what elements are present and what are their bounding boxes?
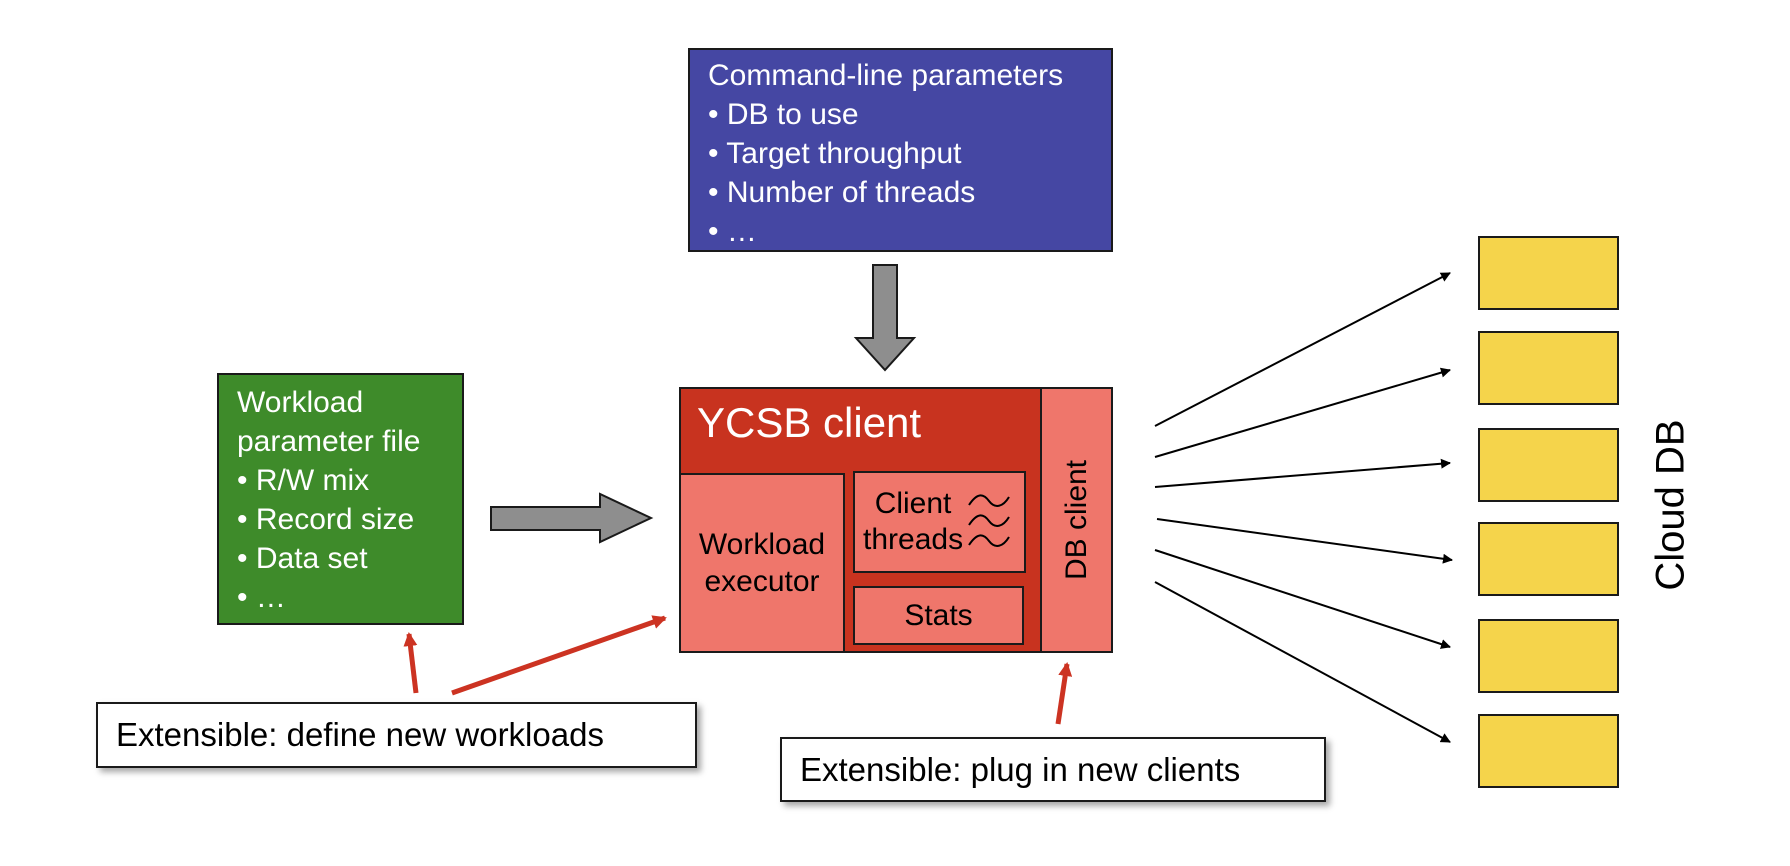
cloud-db-node bbox=[1478, 619, 1619, 693]
workload-file-title: parameter file bbox=[237, 425, 421, 458]
client-threads-label: threads bbox=[863, 523, 964, 556]
command-line-item: • Target throughput bbox=[708, 137, 962, 170]
fan-arrows bbox=[1154, 272, 1453, 743]
workload-file-item: • R/W mix bbox=[237, 464, 370, 497]
stats-label: Stats bbox=[904, 598, 973, 632]
command-line-item: • DB to use bbox=[708, 98, 859, 131]
command-line-title: Command-line parameters bbox=[708, 59, 1064, 92]
workload-executor-label: Workload bbox=[698, 528, 826, 561]
extensible-workloads-callout: Extensible: define new workloads bbox=[96, 702, 697, 768]
workload-executor-box: Workload executor bbox=[679, 473, 845, 653]
gray-arrow-down bbox=[853, 264, 917, 372]
fan-arrow bbox=[1154, 549, 1451, 649]
workload-file-item: • Data set bbox=[237, 542, 368, 575]
workload-parameter-file-box: Workload parameter file • R/W mix • Reco… bbox=[217, 373, 464, 625]
command-line-item: • Number of threads bbox=[708, 176, 976, 209]
extensible-clients-callout: Extensible: plug in new clients bbox=[780, 737, 1326, 802]
extensible-clients-text: Extensible: plug in new clients bbox=[800, 750, 1241, 788]
cloud-db-node bbox=[1478, 714, 1619, 788]
fan-arrow bbox=[1156, 518, 1453, 564]
red-arrow-to-workload-executor bbox=[451, 615, 667, 696]
red-arrow-to-db-client bbox=[1055, 662, 1073, 725]
db-client-box bbox=[1040, 387, 1113, 653]
cloud-db-node bbox=[1478, 236, 1619, 310]
command-line-parameters-box: Command-line parameters • DB to use • Ta… bbox=[688, 48, 1113, 252]
cloud-db-node bbox=[1478, 428, 1619, 502]
gray-arrow-right bbox=[490, 492, 654, 544]
client-threads-label: Client bbox=[874, 487, 952, 520]
stats-box: Stats bbox=[853, 586, 1024, 645]
workload-file-title: Workload bbox=[237, 386, 364, 419]
ycsb-client-title: YCSB client bbox=[697, 399, 922, 446]
cloud-db-node bbox=[1478, 331, 1619, 405]
command-line-item: • … bbox=[708, 215, 757, 248]
db-client-label: DB client bbox=[1060, 459, 1093, 581]
fan-arrow bbox=[1154, 458, 1451, 488]
cloud-db-node bbox=[1478, 522, 1619, 596]
red-arrow-to-workload-file bbox=[403, 632, 419, 694]
cloud-db-label: Cloud DB bbox=[1648, 419, 1693, 591]
extensible-workloads-text: Extensible: define new workloads bbox=[116, 716, 604, 753]
fan-arrow bbox=[1154, 367, 1451, 458]
client-threads-box: Client threads bbox=[853, 471, 1026, 573]
fan-arrow bbox=[1154, 272, 1451, 427]
fan-arrow bbox=[1154, 581, 1451, 743]
thread-waves-icon bbox=[968, 494, 1010, 547]
workload-executor-label: executor bbox=[704, 565, 820, 598]
workload-file-item: • … bbox=[237, 581, 286, 614]
workload-file-item: • Record size bbox=[237, 503, 415, 536]
